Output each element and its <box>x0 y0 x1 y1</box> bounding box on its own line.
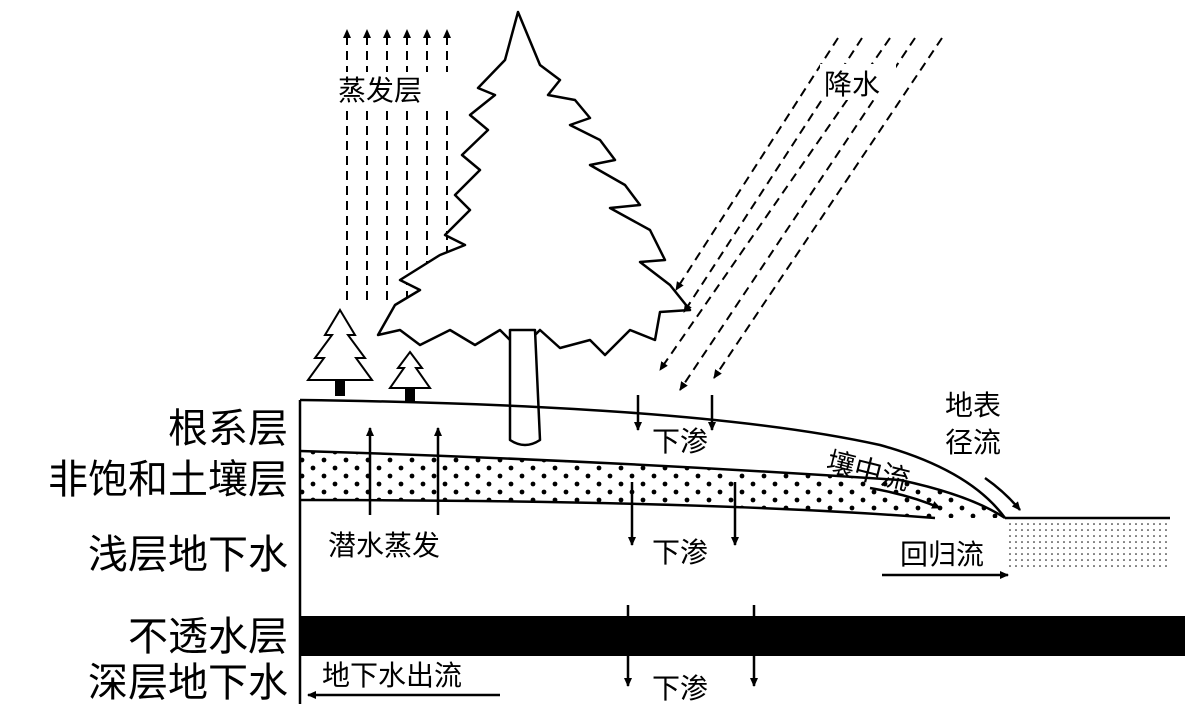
small-tree-icon <box>388 350 432 401</box>
label-precipitation: 降水 <box>824 68 880 101</box>
label-impermeable-layer: 不透水层 <box>128 614 288 660</box>
label-deep-groundwater: 深层地下水 <box>88 660 288 704</box>
precipitation-arrows <box>659 37 943 391</box>
label-unsaturated-layer: 非饱和土壤层 <box>48 457 288 503</box>
impermeable-layer <box>300 616 1185 656</box>
label-surface-runoff-2: 径流 <box>945 426 1001 459</box>
soil-profile <box>298 398 1185 704</box>
large-tree-icon <box>376 10 692 447</box>
phreatic-evaporation-arrows <box>366 427 442 515</box>
label-phreatic-evaporation: 潜水蒸发 <box>328 529 440 562</box>
label-groundwater-outflow: 地下水出流 <box>322 659 462 692</box>
label-percolation-2: 下渗 <box>652 536 708 569</box>
label-percolation-1: 下渗 <box>652 425 708 458</box>
label-shallow-groundwater: 浅层地下水 <box>88 532 288 578</box>
label-surface-runoff-1: 地表 <box>945 389 1001 422</box>
small-tree-icon <box>306 308 374 396</box>
interflow-arrow <box>869 486 941 510</box>
percolation-arrows <box>624 395 758 687</box>
label-percolation-3: 下渗 <box>652 672 708 704</box>
surface-runoff-arrow <box>984 476 1021 511</box>
label-root-layer: 根系层 <box>168 406 288 452</box>
label-evaporation-layer: 蒸发层 <box>338 74 422 107</box>
label-return-flow: 回归流 <box>900 538 984 571</box>
